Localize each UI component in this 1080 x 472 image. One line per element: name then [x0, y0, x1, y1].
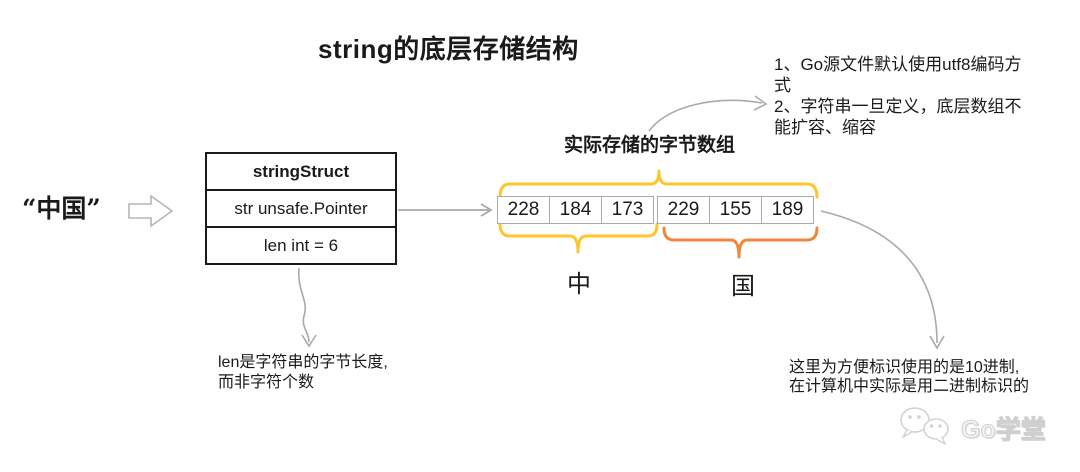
- byte-cell: 229: [667, 199, 700, 220]
- len-note-line: 而非字符个数: [218, 374, 315, 391]
- encoding-note: 1、Go源文件默认使用utf8编码方 式 2、字符串一旦定义，底层数组不 能扩容…: [774, 54, 1022, 138]
- stringstruct-header: stringStruct: [252, 162, 350, 181]
- len-note-line: len是字符串的字节长度,: [218, 354, 388, 371]
- byte-cell: 155: [709, 197, 761, 223]
- encoding-note-line: 1、Go源文件默认使用utf8编码方: [774, 55, 1022, 74]
- encoding-note-line: 式: [774, 76, 791, 95]
- byte-cell: 173: [601, 197, 653, 223]
- array-top-brace: [498, 169, 819, 199]
- watermark-text: Go学堂: [961, 416, 1047, 445]
- byte-cell: 184: [549, 197, 601, 223]
- stringstruct-box: stringStruct str unsafe.Pointer len int …: [205, 152, 397, 265]
- decimal-note-line: 这里为方便标识使用的是10进制,: [789, 359, 1020, 376]
- decimal-note-arrow-head: [929, 335, 945, 350]
- encoding-note-arrow-head: [753, 95, 768, 111]
- guo-bottom-brace: [662, 226, 819, 259]
- char-label-zhong: 中: [567, 271, 591, 298]
- encoding-note-line: 2、字符串一旦定义，底层数组不: [774, 97, 1022, 116]
- page-title: string的底层存储结构: [318, 34, 579, 64]
- watermark: Go学堂: [898, 405, 1046, 451]
- byte-group-guo: 229 155 189: [657, 196, 814, 224]
- block-arrow-icon: [128, 194, 174, 228]
- len-note: len是字符串的字节长度, 而非字符个数: [218, 353, 388, 393]
- byte-group-zhong: 228 184 173: [497, 196, 654, 224]
- decimal-note-line: 在计算机中实际是用二进制标识的: [789, 378, 1030, 395]
- encoding-note-line: 能扩容、缩容: [774, 118, 876, 137]
- pointer-arrow-head: [480, 203, 493, 217]
- byte-cell: 189: [761, 197, 813, 223]
- decimal-note-arrow-line: [820, 210, 938, 344]
- zhong-bottom-brace: [498, 222, 659, 254]
- stringstruct-field-str: str unsafe.Pointer: [207, 189, 395, 226]
- wechat-icon: [900, 407, 949, 446]
- char-label-guo: 国: [731, 273, 755, 300]
- decimal-note: 这里为方便标识使用的是10进制, 在计算机中实际是用二进制标识的: [789, 358, 1029, 396]
- len-note-arrow-head: [301, 334, 317, 348]
- len-note-arrow-line: [298, 267, 310, 343]
- byte-cell: 228: [507, 199, 540, 220]
- stringstruct-field-len: len int = 6: [207, 226, 395, 263]
- byte-array-label: 实际存储的字节数组: [564, 135, 736, 156]
- encoding-note-arrow-line: [648, 99, 763, 132]
- byte-array: 228 184 173 229 155 189: [497, 196, 814, 224]
- source-string-label: “中国”: [22, 194, 101, 223]
